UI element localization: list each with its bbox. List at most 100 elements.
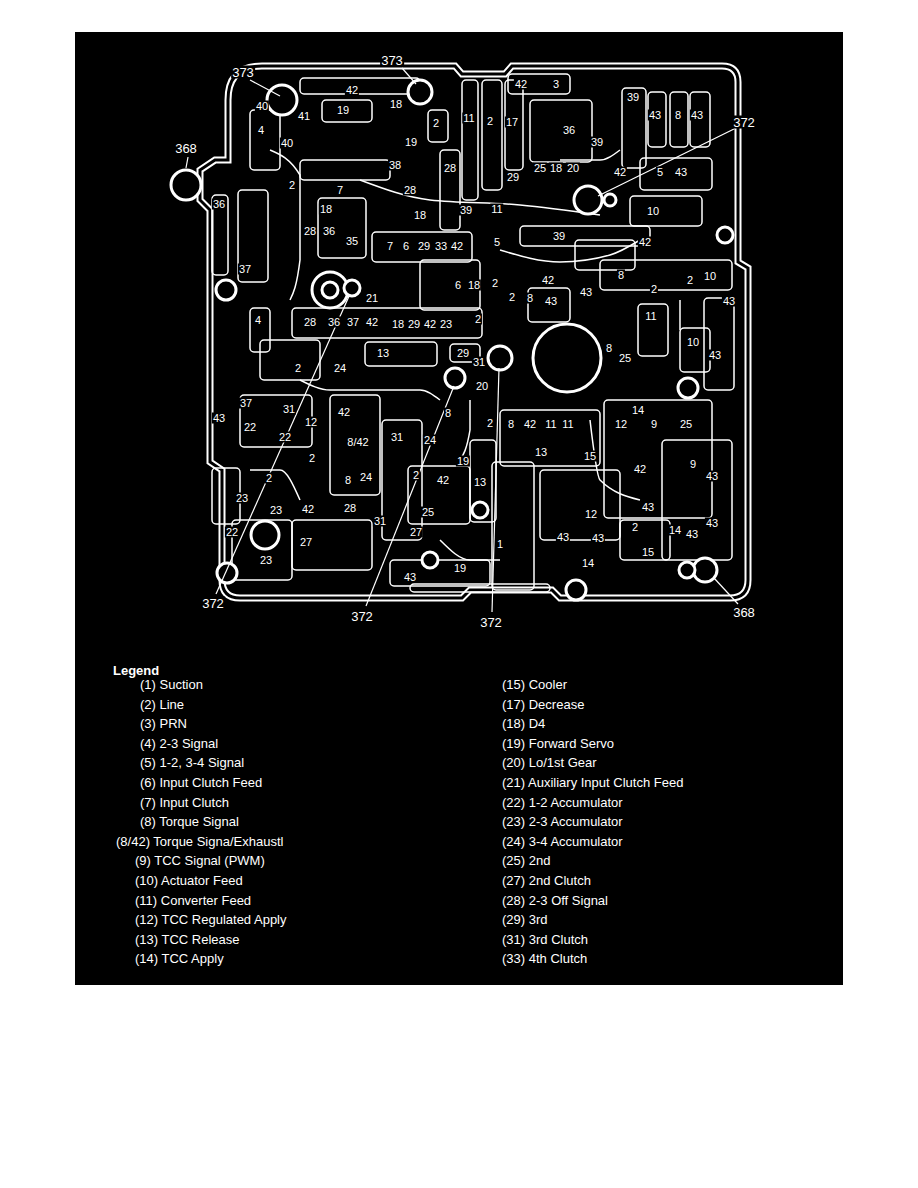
channel-number: 25 (421, 507, 435, 518)
channel-outline (482, 80, 502, 190)
channel-number: 4 (254, 315, 262, 326)
channel-number: 42 (514, 79, 528, 90)
callout-number: 372 (479, 616, 503, 629)
channel-number: 8 (617, 270, 625, 281)
channel-number: 36 (322, 226, 336, 237)
channel-number: 43 (674, 167, 688, 178)
channel-number: 39 (459, 205, 473, 216)
channel-number: 24 (333, 363, 347, 374)
legend-entry: (23) 2-3 Accumulator (502, 815, 623, 828)
channel-number: 43 (705, 471, 719, 482)
legend-entry: (12) TCC Regulated Apply (135, 913, 287, 926)
channel-number: 38 (388, 160, 402, 171)
leader-line (492, 368, 499, 612)
legend-entry: (17) Decrease (502, 698, 584, 711)
channel-number: 2 (491, 278, 499, 289)
channel-outline (330, 395, 380, 495)
channel-number: 41 (297, 111, 311, 122)
channel-number: 43 (705, 518, 719, 529)
channel-number: 42 (436, 475, 450, 486)
channel-outline (462, 80, 478, 200)
bolt-hole (678, 378, 698, 398)
channel-number: 35 (345, 236, 359, 247)
channel-number: 10 (646, 206, 660, 217)
channel-number: 12 (614, 419, 628, 430)
plate-outline (200, 66, 748, 598)
channel-number: 11 (544, 419, 557, 430)
channel-number: 10 (703, 271, 717, 282)
channel-trace (440, 540, 500, 560)
callout-number: 368 (732, 606, 756, 619)
channel-number: 3 (552, 79, 560, 90)
channel-number: 6 (402, 241, 410, 252)
callout-number: 373 (231, 66, 255, 79)
channel-number: 9 (650, 419, 658, 430)
channel-number: 42 (423, 319, 437, 330)
channel-number: 18 (389, 99, 403, 110)
channel-number: 39 (552, 231, 566, 242)
legend-entry: (19) Forward Servo (502, 737, 614, 750)
channel-number: 2 (288, 180, 296, 191)
channel-number: 14 (631, 405, 645, 416)
channel-outline (630, 196, 702, 226)
channel-number: 40 (255, 101, 269, 112)
channel-number: 11 (644, 311, 657, 322)
channel-outline (704, 298, 734, 390)
channel-number: 4 (257, 125, 265, 136)
bolt-hole (445, 368, 465, 388)
channel-number: 11 (462, 113, 475, 124)
channel-number: 43 (708, 350, 722, 361)
legend-entry: (9) TCC Signal (PWM) (135, 854, 265, 867)
channel-number: 18 (391, 319, 405, 330)
channel-number: 19 (456, 456, 470, 467)
channel-number: 20 (566, 163, 580, 174)
bolt-hole (312, 272, 348, 308)
black-frame (75, 32, 843, 985)
channel-number: 36 (562, 125, 576, 136)
channel-number: 2 (686, 275, 694, 286)
channel-number: 2 (265, 473, 273, 484)
channel-number: 18 (467, 280, 481, 291)
channel-number: 28 (443, 163, 457, 174)
channel-number: 37 (238, 264, 252, 275)
channel-number: 28 (403, 185, 417, 196)
bolt-hole (322, 282, 338, 298)
channel-number: 2 (650, 284, 658, 295)
channel-number: 23 (269, 505, 283, 516)
channel-number: 19 (404, 137, 418, 148)
channel-number: 13 (473, 477, 487, 488)
leader-line (250, 80, 280, 96)
channel-number: 13 (534, 447, 548, 458)
channel-outline (372, 232, 472, 262)
callout-number: 372 (732, 116, 756, 129)
channel-number: 25 (679, 419, 693, 430)
legend-entry: (24) 3-4 Accumulator (502, 835, 623, 848)
channel-number: 43 (591, 533, 605, 544)
bolt-hole (422, 552, 438, 568)
channel-outline (232, 520, 292, 580)
bolt-hole (217, 563, 237, 583)
channel-outline (648, 92, 666, 147)
channel-number: 6 (454, 280, 462, 291)
legend-entry: (4) 2-3 Signal (140, 737, 218, 750)
channel-number: 29 (417, 241, 431, 252)
channel-number: 8 (605, 343, 613, 354)
bolt-hole (679, 562, 695, 578)
channel-number: 43 (648, 110, 662, 121)
channel-number: 11 (490, 204, 503, 215)
channel-number: 36 (327, 317, 341, 328)
channel-number: 29 (407, 319, 421, 330)
channel-number: 31 (282, 404, 296, 415)
channel-number: 2 (412, 470, 420, 481)
channel-number: 43 (722, 296, 736, 307)
legend-entry: (13) TCC Release (135, 933, 240, 946)
channel-number: 29 (456, 348, 470, 359)
channel-number: 31 (472, 357, 486, 368)
channel-number: 43 (685, 529, 699, 540)
leader-line (186, 157, 188, 168)
channel-number: 42 (365, 317, 379, 328)
channel-outline (440, 150, 460, 230)
legend-entry: (5) 1-2, 3-4 Signal (140, 756, 244, 769)
channel-outline (508, 74, 570, 94)
channel-number: 8 (507, 419, 515, 430)
